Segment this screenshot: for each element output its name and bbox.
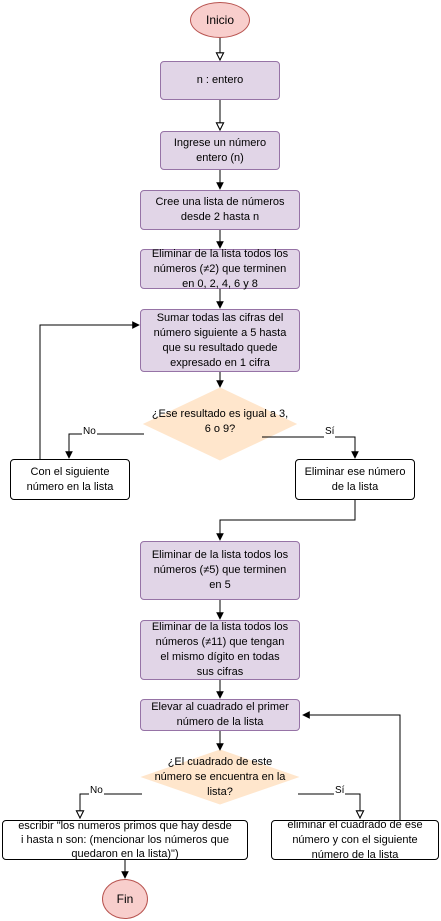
write-primes-box: escribir "los numeros primos que hay des… [2, 820, 248, 860]
create-list-box: Cree una lista de números desde 2 hasta … [140, 190, 300, 230]
remove-eleven-box: Eliminar de la lista todos los números (… [140, 620, 300, 680]
decision-square-label: ¿El cuadrado de este número se encuentra… [154, 756, 286, 798]
edge-remove-number-merge [220, 500, 356, 540]
square-first-box: Elevar al cuadrado el primer número de l… [140, 699, 300, 731]
remove-square-box: eliminar el cuadrado de ese número y con… [271, 819, 439, 861]
start-terminal: Inicio [190, 2, 250, 38]
edge-square-yes [298, 793, 360, 818]
decision-369-label: ¿Ese resultado es igual a 3, 6 o 9? [151, 408, 289, 435]
yes-label-1: Sí [324, 426, 336, 438]
edge-square-no [80, 793, 142, 818]
end-terminal: Fin [102, 879, 148, 919]
no-label-1: No [82, 426, 97, 438]
edge-decision-no [69, 433, 144, 458]
declare-variable-box: n : entero [160, 61, 280, 100]
sum-digits-box: Sumar todas las cifras del número siguie… [140, 309, 300, 372]
edge-decision-yes [262, 436, 355, 458]
remove-five-box: Eliminar de la lista todos los números (… [140, 541, 300, 600]
decision-square-shape [140, 749, 300, 805]
edge-remove-square-loop [303, 715, 401, 820]
edge-next-loop [39, 325, 139, 459]
remove-number-box: Eliminar ese número de la lista [295, 459, 415, 500]
next-number-box: Con el siguiente número en la lista [10, 459, 130, 500]
input-number-box: Ingrese un número entero (n) [160, 131, 280, 170]
decision-369-shape [142, 387, 298, 461]
yes-label-2: Sí [334, 785, 346, 797]
remove-even-box: Eliminar de la lista todos los números (… [140, 248, 300, 290]
no-label-2: No [89, 785, 104, 797]
